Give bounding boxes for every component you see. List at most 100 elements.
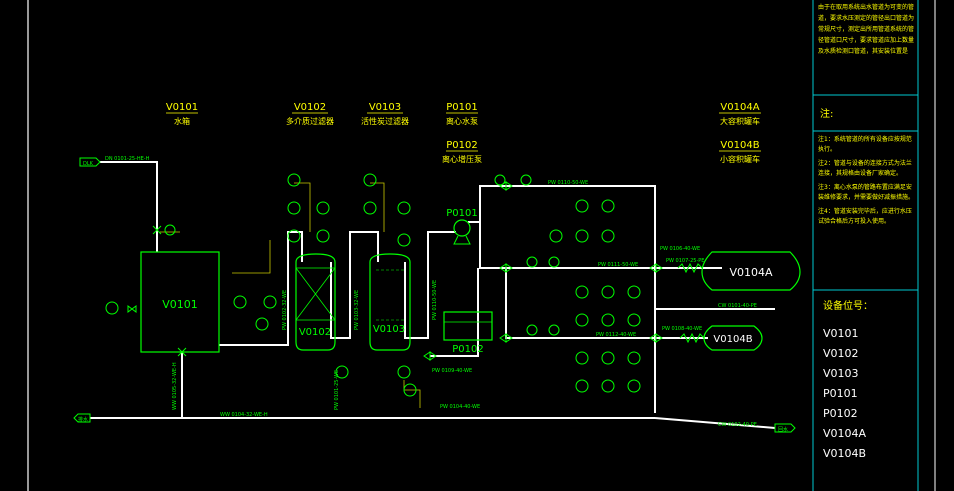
- header-tag: V0102: [294, 102, 326, 113]
- valve-icon: [177, 347, 187, 357]
- line-label-pw-0103: PW 0103-32-WE: [354, 290, 360, 330]
- instrument-bubble: [548, 324, 560, 336]
- equip-list-item: P0102: [823, 407, 858, 420]
- instrument-bubble: [233, 295, 247, 309]
- cw-line-bottom: [654, 417, 776, 429]
- instrument-bubble: [548, 256, 560, 268]
- line-labels: DN 0101-25-HE-H WW 0104-32-WE-H PW 0110-…: [105, 156, 757, 428]
- header-v0103: V0103 活性炭过滤器: [361, 102, 409, 126]
- instrument-bubble: [549, 229, 563, 243]
- instrument-bubble: [255, 317, 269, 331]
- v0104b-truck[interactable]: V0104B: [703, 325, 763, 351]
- instrument-bubble: [601, 229, 615, 243]
- pipe-v0103-p0101: [404, 231, 456, 339]
- header-name: 多介质过滤器: [286, 116, 334, 126]
- process-pipes: [90, 161, 776, 429]
- instrument-bubble: [575, 285, 589, 299]
- valve-icon: [649, 263, 663, 273]
- header-tag: P0101: [446, 102, 477, 113]
- equip-list-item: V0104A: [823, 427, 867, 440]
- valve-icon: [423, 351, 437, 361]
- instrument-bubble: [335, 365, 349, 379]
- v0101-label: V0101: [162, 298, 198, 311]
- pipe-v0101-v0102: [219, 231, 303, 346]
- instrument-bubble: [494, 174, 506, 186]
- v0102-filter[interactable]: V0102: [295, 253, 336, 351]
- v0104a-truck[interactable]: V0104A: [701, 251, 801, 291]
- header-name: 小容积罐车: [720, 154, 760, 164]
- p0101-label: P0101: [446, 208, 477, 219]
- p0101-pump[interactable]: P0101: [446, 208, 478, 245]
- drain-connector-label: 排水: [78, 416, 88, 423]
- line-label-pw-0107: PW 0107-25-PE: [666, 258, 704, 264]
- instrument-bubble: [316, 201, 330, 215]
- equip-list-item: P0101: [823, 387, 858, 400]
- v0104a-label: V0104A: [729, 266, 773, 279]
- instrument-bubble: [526, 324, 538, 336]
- pipe-low-branch: [505, 268, 655, 339]
- signal-lines: [160, 182, 421, 408]
- equip-list-item: V0102: [823, 347, 859, 360]
- equip-list-item: V0101: [823, 327, 859, 340]
- instrument-bubble: [627, 351, 641, 365]
- instrument-bubble: [601, 285, 615, 299]
- valves: [127, 181, 663, 361]
- equip-list-item: V0103: [823, 367, 859, 380]
- v0103-label: V0103: [373, 324, 405, 335]
- header-p0101: P0101 离心水泵: [446, 102, 478, 126]
- instrument-bubble: [363, 201, 377, 215]
- drain-pipe: [90, 352, 183, 419]
- drawing-frame: [27, 0, 936, 491]
- instrument-bubble: [575, 229, 589, 243]
- line-label-pw-0108: PW 0108-40-WE: [662, 326, 702, 332]
- equip-list-item: V0104B: [823, 447, 866, 460]
- inlet-connector-label: DLK: [83, 161, 94, 167]
- header-tag: V0101: [166, 102, 198, 113]
- v0101-tank[interactable]: V0101: [140, 251, 220, 353]
- header-v0101: V0101 水箱: [166, 102, 198, 126]
- instrument-bubble: [627, 285, 641, 299]
- header-name: 活性炭过滤器: [361, 116, 409, 126]
- header-tag: V0103: [369, 102, 401, 113]
- valve-icon: [499, 263, 513, 273]
- instruments: [105, 173, 641, 397]
- flex-hoses: [677, 262, 705, 344]
- instrument-bubble: [601, 379, 615, 393]
- note-1: 注1：系统管道的所有设备应按规范执行。: [818, 136, 912, 153]
- header-v0104a: V0104A 大容积罐车: [719, 102, 761, 126]
- header-p0102: P0102 离心增压泵: [442, 140, 482, 164]
- line-label-cw-top: CW 0101-40-PE: [718, 303, 757, 309]
- instrument-bubble: [601, 199, 615, 213]
- line-label-pw-0110-d: PW 0110-50-WE: [432, 280, 438, 320]
- instrument-bubble: [316, 229, 330, 243]
- valve-icon: [649, 333, 663, 343]
- cw-connector: 回水: [774, 423, 796, 433]
- instrument-bubble: [105, 301, 119, 315]
- line-label-pw-low: PW 0112-40-WE: [596, 332, 636, 338]
- note-2: 注2：管道与设备的连接方式为法兰连接，其规格由设备厂家确定。: [818, 160, 912, 177]
- p0102-pump[interactable]: P0102: [443, 311, 493, 355]
- inlet-connector: DLK: [79, 157, 101, 167]
- inlet-pipe: [100, 161, 158, 252]
- instrument-bubble: [575, 379, 589, 393]
- line-label-pw-bottom: PW 0109-40-WE: [432, 368, 472, 374]
- note-heading: 注:: [820, 107, 833, 120]
- instrument-bubble: [575, 313, 589, 327]
- valve-icon: [127, 305, 137, 313]
- pipe-v0102-v0103: [330, 231, 379, 339]
- pipe-mid-branch: [479, 222, 655, 269]
- header-name: 大容积罐车: [720, 116, 760, 126]
- p0102-label: P0102: [452, 344, 483, 355]
- instrument-bubble: [601, 351, 615, 365]
- instrument-bubble: [575, 351, 589, 365]
- header-name: 离心水泵: [446, 116, 478, 126]
- note-4: 注4：管道安装完毕后，应进行水压试验合格后方可投入使用。: [818, 208, 912, 225]
- line-label-pw-0102: PW 0102-32-WE: [282, 290, 288, 330]
- equip-heading: 设备位号：: [823, 299, 873, 312]
- line-label-pw-mid: PW 0111-50-WE: [598, 262, 638, 268]
- instrument-bubble: [601, 313, 615, 327]
- instrument-bubble: [397, 233, 411, 247]
- instrument-bubble: [575, 199, 589, 213]
- v0103-filter[interactable]: V0103: [369, 253, 411, 351]
